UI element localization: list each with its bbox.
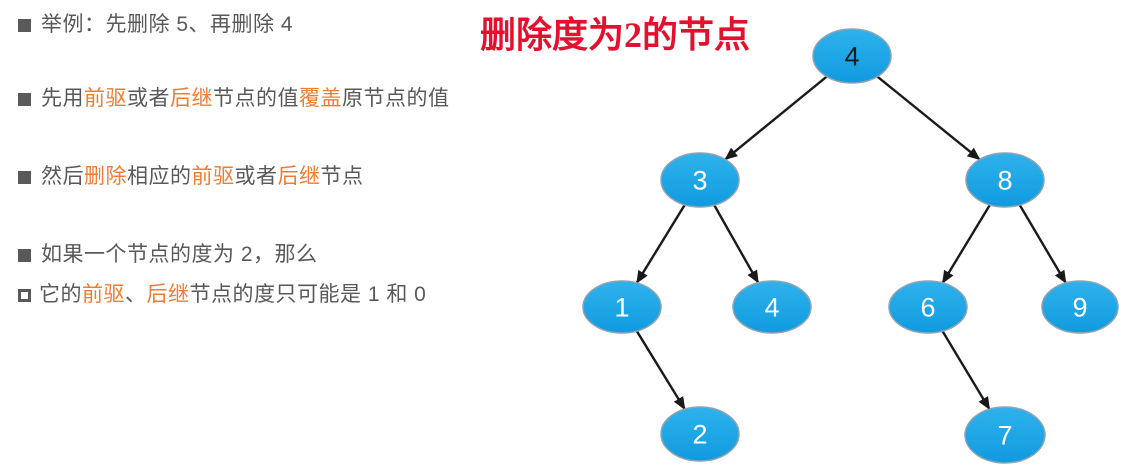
bullet-item: 举例：先删除 5、再删除 4 bbox=[18, 10, 293, 40]
bullet-text-segment: 节点 bbox=[320, 165, 364, 188]
slide-title: 删除度为2的节点 bbox=[480, 15, 751, 55]
tree-node-n6: 6 bbox=[888, 280, 968, 334]
bullet-text-segment: 节点的度只可能是 1 和 0 bbox=[189, 283, 427, 306]
tree-node-label: 7 bbox=[997, 421, 1012, 451]
bullet-text-segment: 相应的 bbox=[127, 165, 192, 188]
tree-node-n9: 9 bbox=[1041, 280, 1119, 334]
tree-node-label: 6 bbox=[920, 293, 935, 323]
tree-node-n2: 2 bbox=[660, 406, 740, 462]
tree-node-ellipse bbox=[582, 280, 662, 334]
bullet-text-segment: 先用 bbox=[41, 87, 84, 110]
bullet-text-segment: 前驱 bbox=[84, 87, 127, 110]
bullet-item: 它的前驱、后继节点的度只可能是 1 和 0 bbox=[18, 280, 426, 310]
tree-node-n8: 8 bbox=[965, 152, 1045, 208]
tree-node-ellipse bbox=[732, 280, 812, 334]
bullet-item: 然后删除相应的前驱或者后继节点 bbox=[18, 162, 364, 192]
bullet-text-segment: 删除 bbox=[84, 165, 127, 188]
tree-node-ellipse bbox=[964, 406, 1046, 464]
tree-edge-n3-n4b bbox=[713, 204, 760, 284]
tree-node-n7: 7 bbox=[964, 406, 1046, 464]
bullet-text-segment: 节点的值 bbox=[213, 87, 299, 110]
bullet-text-segment: 后继 bbox=[170, 87, 213, 110]
tree-node-n4b: 4 bbox=[732, 280, 812, 334]
bullet-text-segment: 或者 bbox=[127, 87, 170, 110]
bullet-text-segment: 后继 bbox=[146, 283, 190, 306]
tree-node-label: 4 bbox=[844, 42, 859, 72]
bullet-text-segment: 后继 bbox=[277, 165, 321, 188]
bullet-text-segment: 前驱 bbox=[191, 165, 235, 188]
tree-edge-n1-n2 bbox=[635, 330, 686, 411]
tree-node-ellipse bbox=[812, 28, 892, 84]
bullet-text-segment: 它的 bbox=[39, 283, 82, 306]
tree-node-ellipse bbox=[660, 406, 740, 462]
filled-square-bullet-icon bbox=[18, 170, 31, 184]
tree-node-ellipse bbox=[888, 280, 968, 334]
tree-node-ellipse bbox=[660, 152, 740, 208]
tree-node-ellipse bbox=[1041, 280, 1119, 334]
tree-node-root4: 4 bbox=[812, 28, 892, 84]
bullet-item: 先用前驱或者后继节点的值覆盖原节点的值 bbox=[18, 84, 450, 114]
bullet-item: 如果一个节点的度为 2，那么 bbox=[18, 240, 318, 270]
bullet-text-segment: 覆盖 bbox=[299, 87, 342, 110]
bullet-text-segment: 原节点的值 bbox=[342, 87, 450, 110]
tree-edge-root4-n8 bbox=[876, 75, 981, 161]
tree-edge-n6-n7 bbox=[941, 330, 991, 411]
tree-node-n3: 3 bbox=[660, 152, 740, 208]
bullet-text-segment: 然后 bbox=[41, 165, 84, 188]
tree-node-label: 4 bbox=[764, 293, 779, 323]
bullet-text-segment: 举例：先删除 5、再删除 4 bbox=[41, 13, 294, 36]
tree-node-n1: 1 bbox=[582, 280, 662, 334]
tree-node-label: 8 bbox=[997, 166, 1012, 196]
filled-square-bullet-icon bbox=[18, 92, 31, 106]
tree-node-label: 9 bbox=[1072, 293, 1087, 323]
tree-node-label: 2 bbox=[692, 420, 707, 450]
tree-node-label: 3 bbox=[692, 166, 707, 196]
tree-edge-n8-n9 bbox=[1018, 204, 1067, 284]
bullet-text-segment: 前驱 bbox=[82, 283, 125, 306]
hollow-square-bullet-icon bbox=[18, 288, 31, 302]
bullet-text-segment: 或者 bbox=[234, 165, 278, 188]
bullet-text-segment: 如果一个节点的度为 2，那么 bbox=[41, 243, 318, 266]
tree-edge-root4-n3 bbox=[724, 75, 828, 161]
tree-node-label: 1 bbox=[614, 293, 629, 323]
filled-square-bullet-icon bbox=[18, 18, 31, 32]
tree-edge-n8-n6 bbox=[941, 204, 991, 284]
bullet-text-segment: 、 bbox=[125, 283, 147, 306]
filled-square-bullet-icon bbox=[18, 248, 31, 262]
tree-node-ellipse bbox=[965, 152, 1045, 208]
tree-edge-n3-n1 bbox=[635, 204, 686, 284]
